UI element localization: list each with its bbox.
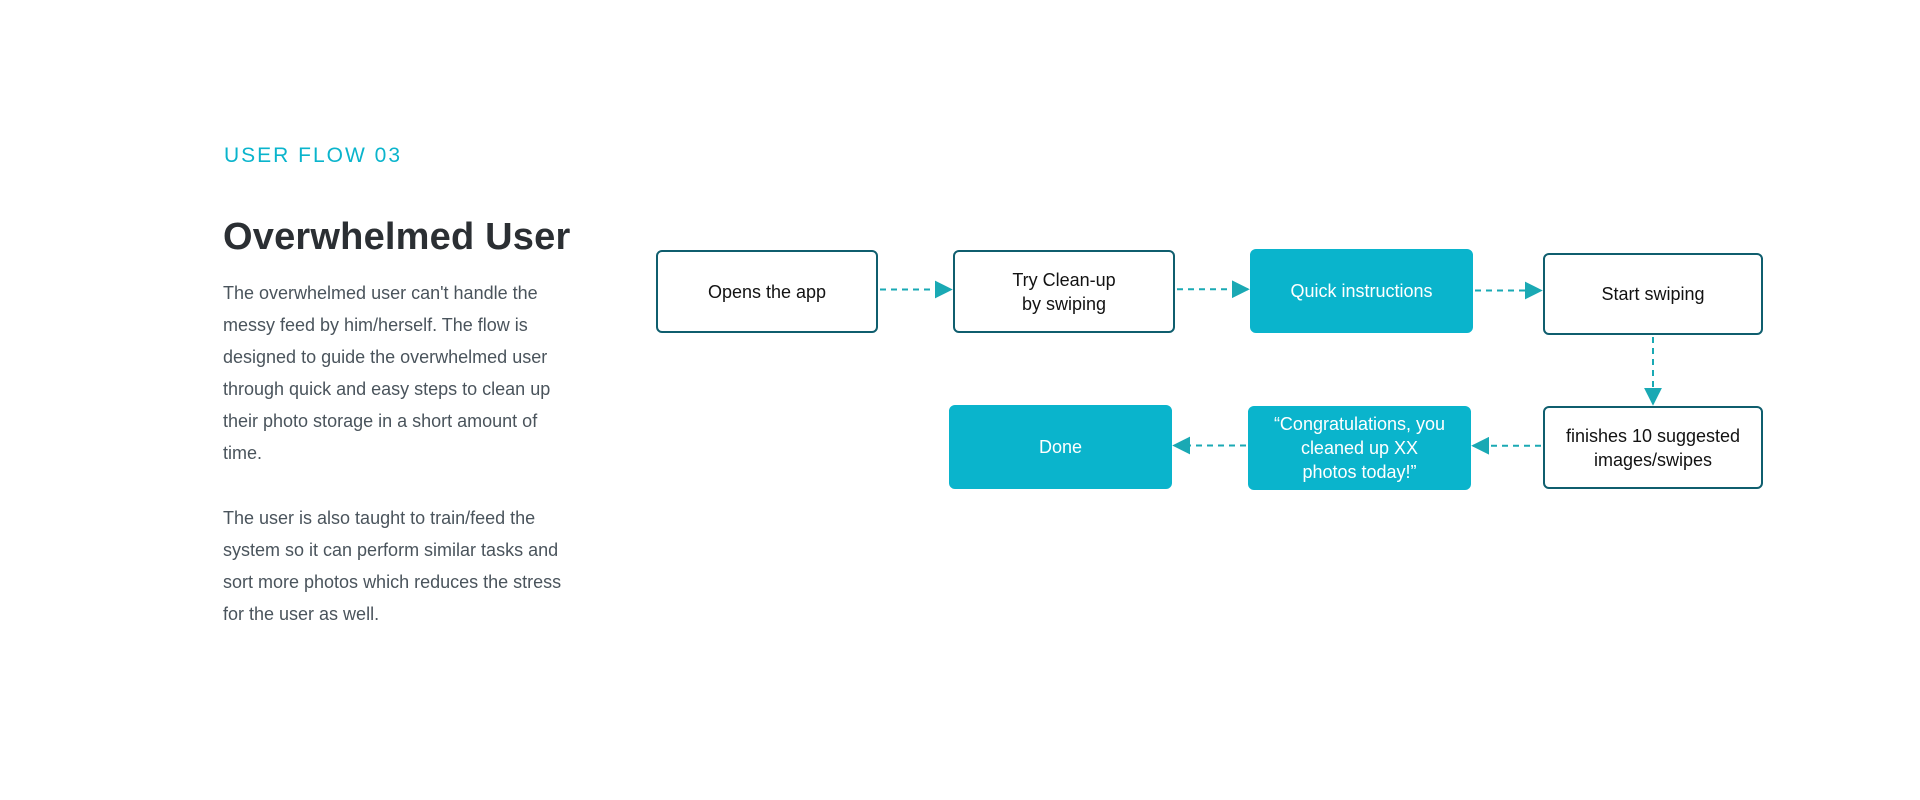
flow-node-congratulations: “Congratulations, you cleaned up XX phot…: [1248, 406, 1471, 490]
description-paragraph-2: The user is also taught to train/feed th…: [223, 508, 562, 624]
flow-node-start-swiping: Start swiping: [1543, 253, 1763, 335]
flow-node-opens-app: Opens the app: [656, 250, 878, 333]
flow-node-label: Start swiping: [1601, 284, 1705, 304]
flow-node-done: Done: [949, 405, 1172, 489]
flow-node-quick-instructions: Quick instructions: [1250, 249, 1473, 333]
flow-node-label: finishes 10 suggested images/swipes: [1565, 425, 1741, 470]
flow-node-label: Opens the app: [707, 281, 827, 302]
flow-edges: [880, 280, 1662, 455]
flow-node-label: Try Clean-up by swiping: [1012, 269, 1116, 314]
flow-node-label: “Congratulations, you cleaned up XX phot…: [1273, 414, 1446, 482]
flow-node-try-cleanup: Try Clean-up by swiping: [953, 250, 1175, 333]
flow-node-label: Done: [1038, 437, 1083, 457]
flow-node-finishes-suggested: finishes 10 suggested images/swipes: [1543, 406, 1763, 489]
section-label: USER FLOW 03: [224, 144, 403, 167]
description-paragraph-1: The overwhelmed user can't handle the me…: [223, 283, 551, 463]
page-title: Overwhelmed User: [223, 216, 571, 258]
flow-node-label: Quick instructions: [1290, 281, 1433, 301]
